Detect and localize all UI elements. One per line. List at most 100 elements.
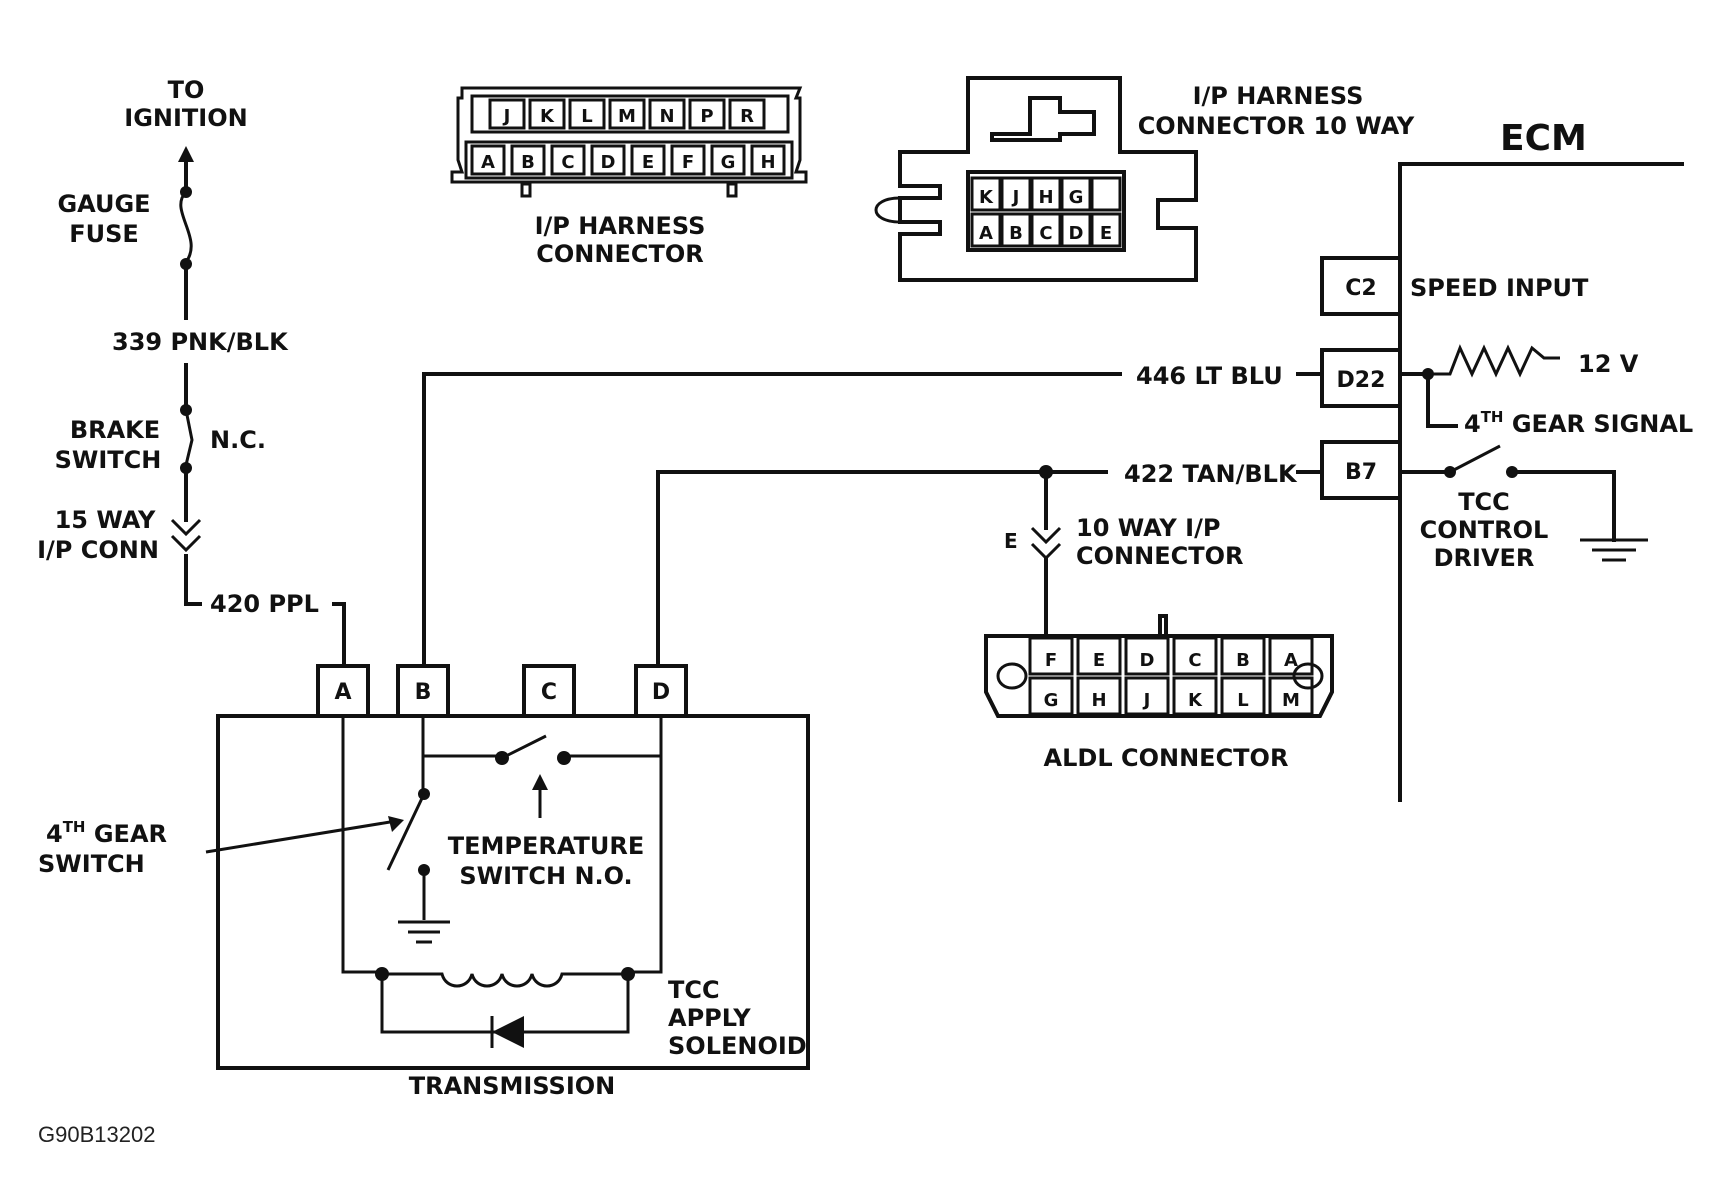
aldl-top-pin-label: B: [1236, 650, 1250, 671]
ip-harness-top-pin-cell: [648, 98, 686, 130]
connector-chevron-icon-e2: [1030, 542, 1062, 561]
aldl-bottom-pin-label: M: [1282, 690, 1300, 711]
aldl-bottom-pin-label: K: [1188, 690, 1203, 711]
ecm-pin-c2-label: C2: [1345, 276, 1376, 301]
aldl-top-pin-label: F: [1045, 650, 1057, 671]
gear4-switch-label-line1: 4TH GEAR: [46, 818, 167, 848]
ip-10way-label-line2: CONNECTOR 10 WAY: [1138, 112, 1415, 140]
aldl-top-pin-cell: [1124, 636, 1170, 676]
gear4-switch-leader: [205, 820, 391, 854]
ip-harness-top-pin-cell: [608, 98, 646, 130]
temp-switch-label-line1: TEMPERATURE: [448, 832, 645, 860]
aldl-body: [984, 634, 1334, 718]
gauge-fuse-icon: [179, 190, 193, 263]
12v-label: 12 V: [1578, 350, 1639, 378]
solenoid-coil-icon: [382, 972, 628, 988]
ip-harness-top-pin-label: N: [659, 106, 674, 127]
temp-switch-label-line2: SWITCH N.O.: [459, 862, 632, 890]
ip-harness-label-line2: CONNECTOR: [536, 240, 703, 268]
aldl-top-pin-label: E: [1093, 650, 1105, 671]
trans-terminal-c-label: C: [541, 680, 557, 705]
aldl-top-pin-label: A: [1284, 650, 1298, 671]
tcc-driver-label-line2: CONTROL: [1420, 516, 1549, 544]
ecm-title: ECM: [1500, 118, 1587, 159]
figure-code: G90B13202: [38, 1122, 155, 1147]
trans-terminal-b-label: B: [415, 680, 432, 705]
temp-switch-terminal-right: [557, 751, 571, 765]
ecm-pin-c2: [1320, 256, 1402, 316]
aldl-top-pin-cell: [1076, 636, 1122, 676]
ip-10way-bottom-pin-cell: [1030, 212, 1062, 248]
ip-10way-e-pin-label: E: [1004, 529, 1018, 553]
ip-harness-top-pin-label: M: [618, 106, 636, 127]
ip-harness-top-pin-cell: [688, 98, 726, 130]
aldl-top-pin-cell: [1172, 636, 1218, 676]
ip-harness-bottom-pin-label: A: [481, 152, 495, 173]
ip-harness-top-pin-cell: [568, 98, 606, 130]
to-ignition-label-line2: IGNITION: [124, 104, 247, 132]
ip-harness-top-row: [470, 94, 790, 134]
ip-harness-bottom-pin-cell: [550, 144, 586, 176]
trans-terminal-d: [634, 664, 688, 718]
gear4-switch-label-line2: SWITCH: [38, 850, 145, 878]
ip-harness-bottom-pin-cell: [670, 144, 706, 176]
aldl-bottom-pin-cell: [1220, 676, 1266, 716]
pullup-resistor-icon: [1428, 344, 1560, 378]
aldl-mount-hole-left: [996, 662, 1028, 690]
trans-terminal-a-label: A: [334, 680, 351, 705]
aldl-label: ALDL CONNECTOR: [1044, 744, 1289, 772]
ground-icon: [1580, 538, 1648, 562]
gear4-signal-label: 4TH GEAR SIGNAL: [1464, 408, 1693, 438]
ecm-pin-d22: [1320, 348, 1402, 408]
wire-420-to-a: [332, 602, 346, 668]
aldl-bottom-pin-cell: [1028, 676, 1074, 716]
ip-harness-bottom-pin-label: H: [760, 152, 775, 173]
ip-harness-bottom-pin-cell: [510, 144, 546, 176]
ip-10way-top-pin-label: J: [1011, 187, 1020, 208]
gear4-signal-wire: [1426, 372, 1458, 428]
connector-chevron-icon-e: [1030, 526, 1062, 545]
ip-10way-top-pin-label: K: [979, 187, 994, 208]
normally-closed-label: N.C.: [210, 426, 266, 454]
ip-10way-bottom-pin-cell: [970, 212, 1002, 248]
internal-wire-d: [628, 716, 663, 974]
ip-harness-latch-right: [726, 182, 738, 198]
connector-chevron-icon-2: [170, 534, 202, 553]
ip-10way-top-pin-label: G: [1069, 187, 1084, 208]
wire-422: [656, 470, 1108, 668]
diode-branch-wire: [380, 974, 630, 1034]
ip-10way-bottom-pin-label: D: [1069, 223, 1084, 244]
ip-10way-top-pin-cell: [970, 176, 1002, 212]
ip-harness-connector-body: [450, 86, 808, 184]
temp-switch-arrow-icon: [532, 774, 548, 790]
tcc-driver-switch-icon: [1449, 444, 1501, 474]
wire-339-label: 339 PNK/BLK: [112, 328, 289, 356]
aldl-key: [1158, 614, 1168, 638]
brake-switch-label-line1: BRAKE: [70, 416, 160, 444]
leader-arrow-icon: [388, 816, 404, 832]
to-ignition-label-line1: TO: [168, 76, 205, 104]
transmission-block: TRANSMISSION A B C D 4TH GEAR SWITCH TEM…: [38, 664, 810, 1100]
ip-harness-top-pin-label: P: [700, 106, 713, 127]
ip-10way-e-label-line2: CONNECTOR: [1076, 542, 1243, 570]
ip-harness-top-pin-cell: [728, 98, 766, 130]
ip-harness-bottom-pin-label: C: [561, 152, 574, 173]
aldl-bottom-pin-label: L: [1237, 690, 1248, 711]
ip-10way-bottom-pin-label: E: [1100, 223, 1112, 244]
gauge-fuse-label-line2: FUSE: [69, 220, 139, 248]
ip-harness-top-pin-label: J: [502, 106, 511, 127]
ip-harness-bottom-pin-cell: [750, 144, 786, 176]
ip-harness-top-pin-label: L: [581, 106, 592, 127]
aldl-top-pin-label: C: [1188, 650, 1201, 671]
wire-446: [422, 372, 1122, 668]
ip-harness-bottom-row: [464, 140, 794, 180]
ip-10way-top-pin-cell: [1060, 176, 1092, 212]
ip-harness-bottom-pin-cell: [590, 144, 626, 176]
ip-harness-latch-left: [520, 182, 532, 198]
ip-10way-top-pin-cell: [1030, 176, 1062, 212]
tcc-solenoid-label-line1: TCC: [668, 976, 720, 1004]
